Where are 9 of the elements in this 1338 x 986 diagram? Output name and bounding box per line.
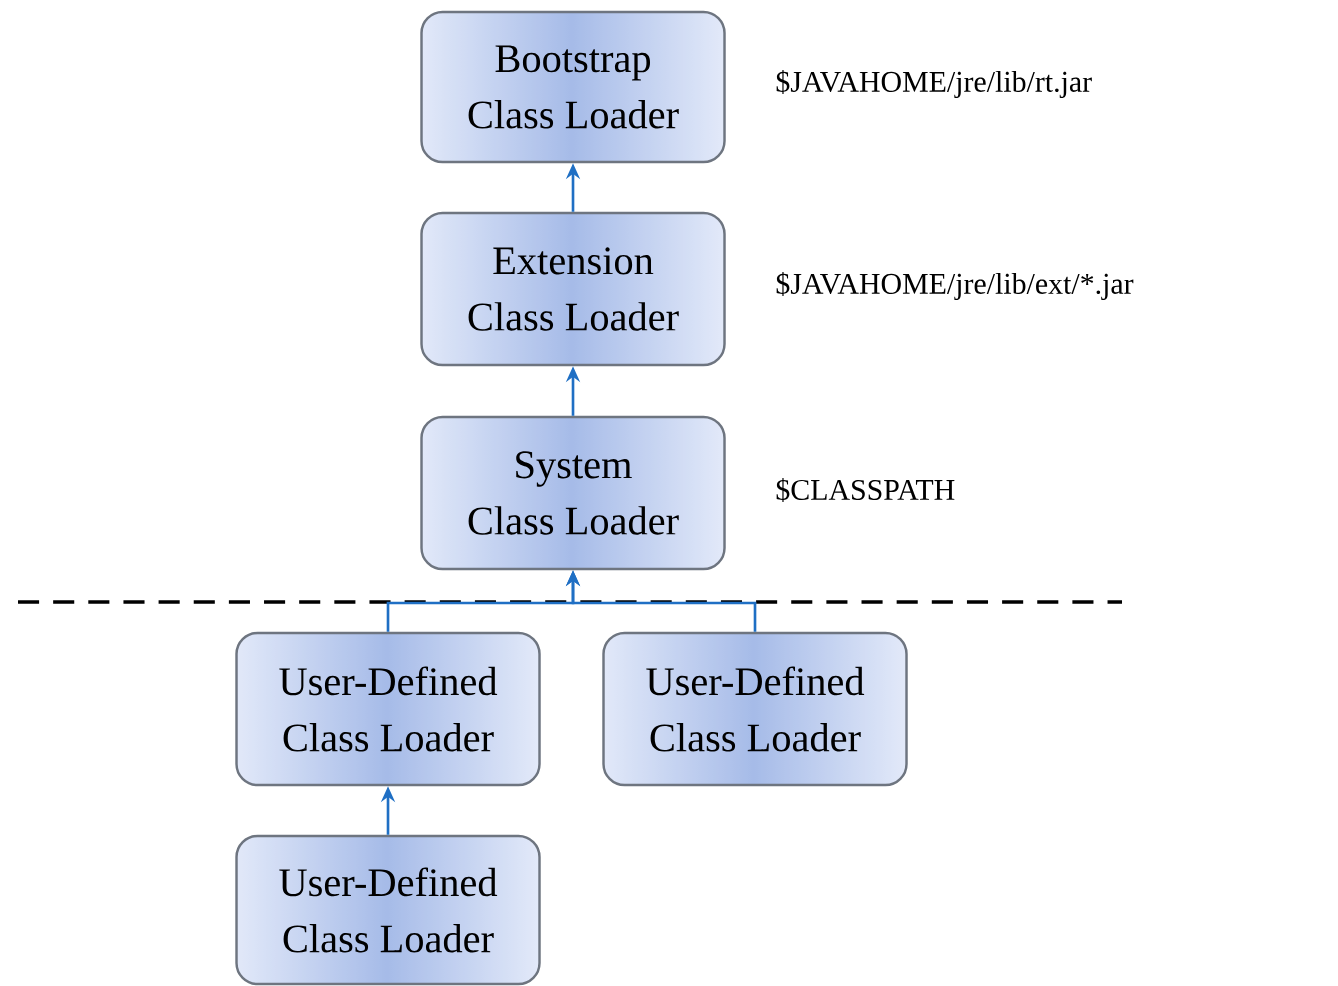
- class-loader-box: User-Defined Class Loader: [235, 631, 541, 787]
- path-label: $JAVAHOME/jre/lib/ext/*.jar: [776, 272, 1134, 300]
- class-loader-box: User-Defined Class Loader: [602, 631, 908, 787]
- class-loader-box: User-Defined Class Loader: [235, 834, 541, 986]
- class-loader-box: Extension Class Loader: [420, 211, 726, 367]
- class-loader-box: System Class Loader: [420, 415, 726, 571]
- class-loader-box: Bootstrap Class Loader: [420, 10, 726, 164]
- path-label: $CLASSPATH: [776, 478, 955, 502]
- path-label: $JAVAHOME/jre/lib/rt.jar: [776, 70, 1092, 98]
